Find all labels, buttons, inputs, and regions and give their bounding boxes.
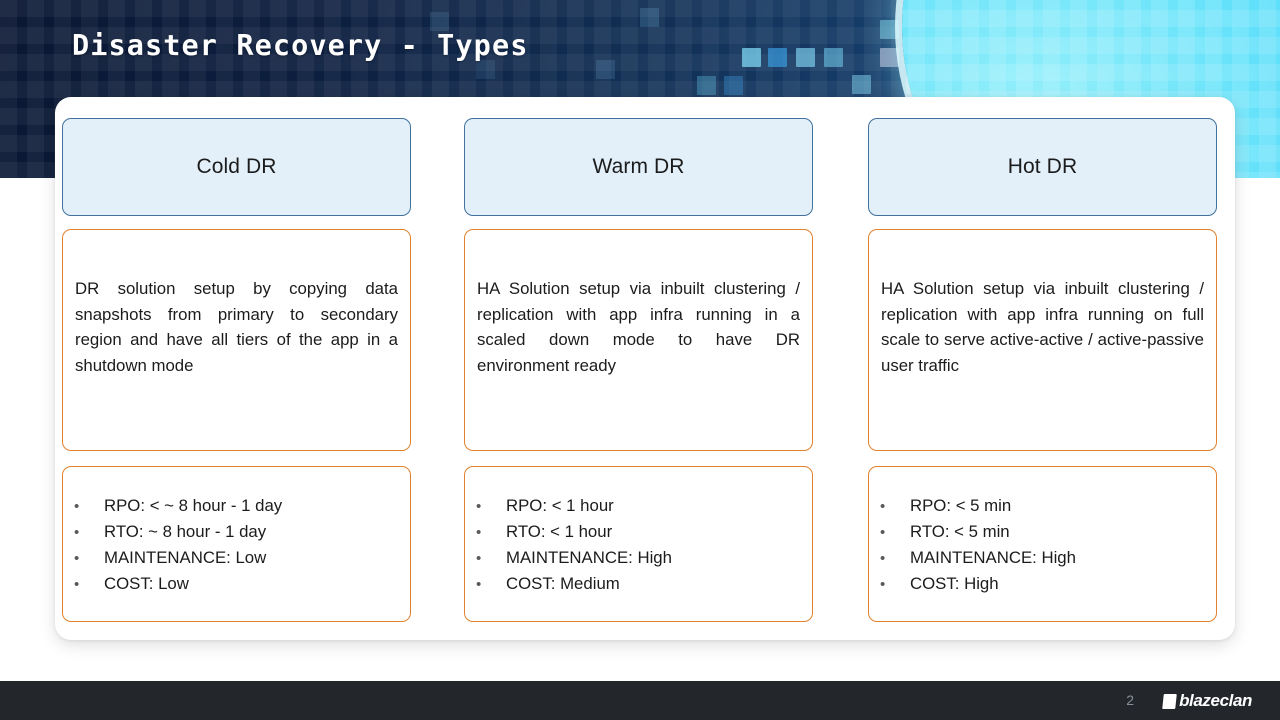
dr-metric-text: MAINTENANCE: High xyxy=(506,548,672,567)
list-item: • RPO: < ~ 8 hour - 1 day xyxy=(63,493,410,519)
list-item: • RTO: < 5 min xyxy=(869,519,1216,545)
dr-type-header-warm[interactable]: Warm DR xyxy=(464,118,813,216)
list-item: • RTO: < 1 hour xyxy=(465,519,812,545)
dr-description-text: HA Solution setup via inbuilt clustering… xyxy=(881,279,1204,375)
header-tile xyxy=(476,60,495,79)
page-number: 2 xyxy=(1126,692,1134,708)
dr-metric-text: MAINTENANCE: Low xyxy=(104,548,267,567)
dr-metrics-box-warm: • RPO: < 1 hour • RTO: < 1 hour • MAINTE… xyxy=(464,466,813,622)
brand-logo: blazeclan xyxy=(1162,691,1252,711)
header-tile xyxy=(880,48,899,67)
dr-metric-text: RTO: < 1 hour xyxy=(506,522,613,541)
header-tile xyxy=(697,76,716,95)
dr-description-box-warm: HA Solution setup via inbuilt clustering… xyxy=(464,229,813,451)
dr-metric-text: RPO: < 5 min xyxy=(910,496,1012,515)
bullet-icon: • xyxy=(476,550,482,567)
bullet-icon: • xyxy=(476,498,482,515)
bullet-icon: • xyxy=(880,524,886,541)
bullet-icon: • xyxy=(74,550,80,567)
dr-type-title-label: Hot DR xyxy=(1007,155,1078,178)
dr-type-title-label: Warm DR xyxy=(592,155,685,178)
dr-metric-text: MAINTENANCE: High xyxy=(910,548,1076,567)
list-item: • RTO: ~ 8 hour - 1 day xyxy=(63,519,410,545)
header-tile xyxy=(824,48,843,67)
list-item: • MAINTENANCE: High xyxy=(465,545,812,571)
content-card: Cold DR DR solution setup by copying dat… xyxy=(55,97,1235,640)
bullet-icon: • xyxy=(74,524,80,541)
bullet-icon: • xyxy=(880,498,886,515)
header-tile xyxy=(768,48,787,67)
header-tile xyxy=(430,12,449,31)
bullet-icon: • xyxy=(880,576,886,593)
dr-metric-text: COST: Low xyxy=(104,574,189,593)
dr-metrics-list: • RPO: < ~ 8 hour - 1 day • RTO: ~ 8 hou… xyxy=(63,493,410,597)
dr-description-box-hot: HA Solution setup via inbuilt clustering… xyxy=(868,229,1217,451)
list-item: • MAINTENANCE: High xyxy=(869,545,1216,571)
bullet-icon: • xyxy=(476,576,482,593)
logo-wordmark: blazeclan xyxy=(1179,691,1252,710)
header-tile xyxy=(596,60,615,79)
dr-description-text: HA Solution setup via inbuilt clustering… xyxy=(477,279,800,375)
list-item: • MAINTENANCE: Low xyxy=(63,545,410,571)
header-tile xyxy=(640,8,659,27)
dr-metrics-list: • RPO: < 1 hour • RTO: < 1 hour • MAINTE… xyxy=(465,493,812,597)
dr-description-box-cold: DR solution setup by copying data snapsh… xyxy=(62,229,411,451)
bullet-icon: • xyxy=(880,550,886,567)
list-item: • COST: Medium xyxy=(465,571,812,597)
header-tile xyxy=(742,48,761,67)
dr-metric-text: COST: High xyxy=(910,574,999,593)
header-tile xyxy=(852,75,871,94)
list-item: • COST: Low xyxy=(63,571,410,597)
dr-type-title-label: Cold DR xyxy=(196,155,277,178)
header-tile xyxy=(880,20,899,39)
page-title: Disaster Recovery - Types xyxy=(72,29,529,62)
list-item: • RPO: < 5 min xyxy=(869,493,1216,519)
list-item: • COST: High xyxy=(869,571,1216,597)
dr-metrics-box-cold: • RPO: < ~ 8 hour - 1 day • RTO: ~ 8 hou… xyxy=(62,466,411,622)
logo-mark-icon xyxy=(1162,693,1177,709)
dr-metric-text: RTO: ~ 8 hour - 1 day xyxy=(104,522,267,541)
bullet-icon: • xyxy=(74,498,80,515)
bullet-icon: • xyxy=(476,524,482,541)
dr-metric-text: COST: Medium xyxy=(506,574,620,593)
dr-metric-text: RPO: < 1 hour xyxy=(506,496,614,515)
dr-metric-text: RPO: < ~ 8 hour - 1 day xyxy=(104,496,283,515)
dr-metrics-box-hot: • RPO: < 5 min • RTO: < 5 min • MAINTENA… xyxy=(868,466,1217,622)
header-tile xyxy=(724,76,743,95)
dr-type-header-cold[interactable]: Cold DR xyxy=(62,118,411,216)
list-item: • RPO: < 1 hour xyxy=(465,493,812,519)
header-tile xyxy=(796,48,815,67)
slide-footer: 2 blazeclan xyxy=(0,681,1280,720)
dr-metrics-list: • RPO: < 5 min • RTO: < 5 min • MAINTENA… xyxy=(869,493,1216,597)
bullet-icon: • xyxy=(74,576,80,593)
dr-metric-text: RTO: < 5 min xyxy=(910,522,1010,541)
dr-type-header-hot[interactable]: Hot DR xyxy=(868,118,1217,216)
dr-description-text: DR solution setup by copying data snapsh… xyxy=(75,279,398,375)
